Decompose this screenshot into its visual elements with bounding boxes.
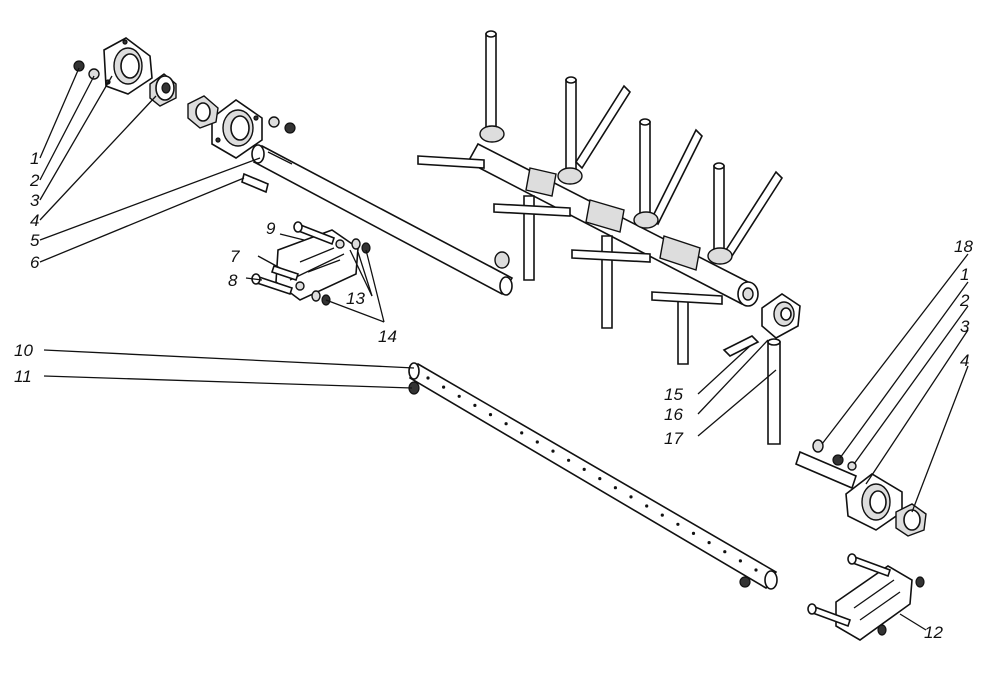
callout-5: 5 <box>30 231 40 250</box>
rail-hole <box>473 403 477 407</box>
rail-hole <box>707 541 711 545</box>
callout-2: 2 <box>29 171 40 190</box>
horizontal-arms <box>417 155 723 305</box>
callout-right-2: 2 <box>959 291 970 310</box>
rail-hole <box>551 449 555 453</box>
upper-shaft-part-5 <box>251 144 514 296</box>
lower-bracket-part-12 <box>807 553 925 641</box>
left-washer-part-2 <box>88 68 100 80</box>
rail-hole <box>582 467 586 471</box>
lever-block-part-16 <box>761 293 801 339</box>
rail-hole <box>598 477 602 481</box>
callout-4: 4 <box>30 211 39 230</box>
key-part-6 <box>241 172 269 194</box>
callout-12: 12 <box>924 623 943 642</box>
rail-hole <box>723 550 727 554</box>
rail-hole <box>738 559 743 563</box>
shaft-end-washer <box>494 251 510 269</box>
left-flange-part-3 <box>103 37 153 95</box>
rail-hole <box>520 431 524 435</box>
rail-hole <box>660 513 664 517</box>
rail-hole <box>691 531 696 536</box>
pin-part-17 <box>767 338 781 445</box>
rail-hole <box>629 495 633 499</box>
rail-hole <box>613 486 618 490</box>
right-bearing-part-4 <box>895 503 927 537</box>
diagonal-rods <box>574 84 784 258</box>
callout-10: 10 <box>14 341 33 360</box>
callout-right-3: 3 <box>960 317 970 336</box>
second-flange <box>211 99 263 159</box>
pin-part-7 <box>270 264 300 282</box>
callout-7: 7 <box>230 247 240 266</box>
callout-right-4: 4 <box>960 351 969 370</box>
left-nut-part-1 <box>73 60 85 72</box>
callout-labels: 1 2 3 4 5 6 7 8 9 10 11 12 13 14 15 16 1… <box>14 149 973 642</box>
rail-hole <box>426 376 430 380</box>
left-bearing-part-4 <box>149 73 177 107</box>
callout-15: 15 <box>664 385 683 404</box>
right-shaft-part-18 <box>795 439 857 490</box>
callout-3: 3 <box>30 191 40 210</box>
second-nut-washer <box>268 116 296 134</box>
callout-1: 1 <box>30 149 39 168</box>
callout-14: 14 <box>378 327 397 346</box>
callout-11: 11 <box>14 367 32 386</box>
rail-hole <box>754 568 758 572</box>
rail-end-nut <box>739 576 751 588</box>
callout-17: 17 <box>664 429 683 448</box>
callout-16: 16 <box>664 405 683 424</box>
rail-hole <box>567 458 571 462</box>
vertical-rods <box>485 30 725 259</box>
callout-6: 6 <box>30 253 40 272</box>
rail-hole <box>442 385 446 389</box>
rail-hole <box>645 504 649 508</box>
selector-main-shaft <box>466 142 759 307</box>
washers-part-13 <box>311 238 361 302</box>
bolt-part-9 <box>293 221 335 246</box>
callout-9: 9 <box>266 219 276 238</box>
coupling-bushing <box>187 95 219 129</box>
rail-hole <box>504 422 508 426</box>
rail-hole <box>457 394 461 398</box>
lever-part-15 <box>722 335 760 357</box>
leader-lines <box>39 67 969 631</box>
rail-hole <box>535 440 539 444</box>
rail-hole <box>676 522 680 526</box>
perforated-rail-part-10 <box>408 362 778 590</box>
callout-13: 13 <box>346 289 365 308</box>
rail-hole <box>488 413 493 417</box>
rail-holes <box>426 376 758 572</box>
callout-right-1: 1 <box>960 265 969 284</box>
callout-8: 8 <box>228 271 238 290</box>
clamps <box>479 125 733 265</box>
callout-18: 18 <box>954 237 973 256</box>
